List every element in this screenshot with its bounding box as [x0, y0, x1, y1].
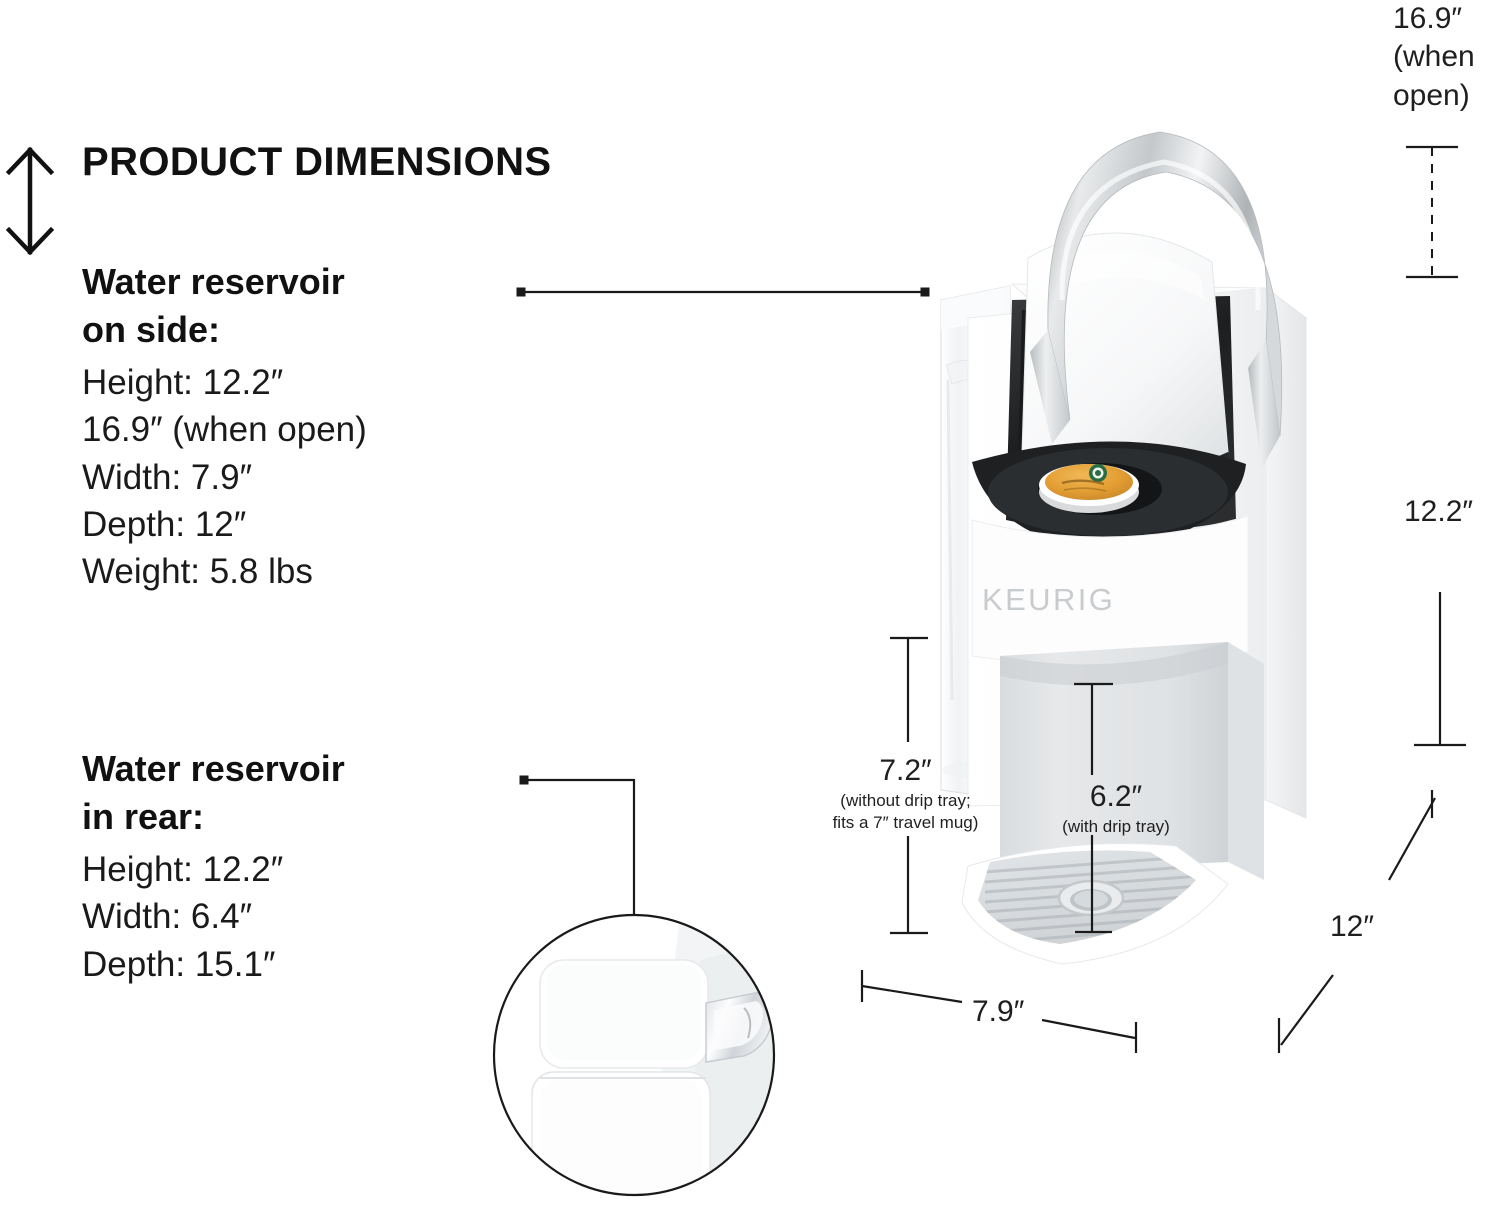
page-title: PRODUCT DIMENSIONS — [82, 140, 552, 184]
dimension-clearance-no-tray — [890, 636, 928, 935]
callout-height-closed-value: 12.2″ — [1404, 495, 1474, 528]
spec-rear-width: Width: 6.4″ — [82, 897, 252, 937]
coffee-maker-illustration: KEURIG — [940, 131, 1308, 965]
dimension-height-closed — [1414, 592, 1466, 747]
leader-line-side — [516, 287, 930, 297]
callout-clearance-no-tray-note1: (without drip tray; — [840, 790, 971, 810]
spec-block-side: Water reservoir on side: Height: 12.2″ 1… — [82, 258, 602, 595]
spec-side-height: Height: 12.2″ — [82, 363, 284, 403]
spec-rear-depth: Depth: 15.1″ — [82, 944, 276, 984]
spec-side-weight: Weight: 5.8 lbs — [82, 552, 313, 592]
dimension-lines — [860, 145, 1466, 1053]
callout-height-closed: 12.2″ — [1404, 493, 1473, 531]
dimension-width — [860, 970, 1138, 1053]
spec-rear-height: Height: 12.2″ — [82, 850, 284, 890]
callout-width-value: 7.9″ — [972, 995, 1025, 1028]
pod-logo — [1089, 464, 1107, 482]
spec-heading-side: Water reservoir on side: — [82, 258, 602, 353]
rear-reservoir-inset — [492, 913, 776, 1197]
dimension-depth — [1277, 790, 1436, 1053]
spec-block-rear: Water reservoir in rear: Height: 12.2″ W… — [82, 745, 602, 988]
dimension-clearance-with-tray — [1074, 682, 1113, 934]
callout-clearance-with-tray: 6.2″ (with drip tray) — [1032, 778, 1200, 838]
callout-height-open-note2: open) — [1393, 78, 1470, 112]
up-down-arrow-icon — [5, 146, 55, 256]
spec-side-height-open: 16.9″ (when open) — [82, 410, 367, 450]
callout-height-open-value: 16.9″ — [1393, 2, 1463, 35]
drip-tray — [961, 843, 1229, 965]
leader-line-rear — [519, 775, 636, 915]
brand-mark: KEURIG — [982, 582, 1115, 617]
spec-heading-rear-line2: in rear: — [82, 795, 205, 837]
spec-heading-side-line2: on side: — [82, 308, 221, 350]
callout-depth: 12″ — [1330, 908, 1374, 946]
spec-side-depth: Depth: 12″ — [82, 504, 247, 544]
spec-heading-side-line1: Water reservoir — [82, 261, 345, 302]
callout-height-open-note1: (when — [1393, 40, 1475, 74]
front-panel: KEURIG — [971, 515, 1249, 666]
callout-clearance-no-tray: 7.2″ (without drip tray; fits a 7″ trave… — [818, 752, 993, 834]
spec-heading-rear: Water reservoir in rear: — [82, 745, 602, 840]
callout-clearance-with-tray-note: (with drip tray) — [1062, 816, 1170, 836]
callout-height-open: 16.9″ (when open) — [1393, 0, 1475, 115]
callout-clearance-no-tray-value: 7.2″ — [879, 754, 932, 787]
leader-lines — [516, 287, 930, 915]
k-cup-pod — [1039, 464, 1139, 513]
chrome-handle — [1030, 131, 1283, 468]
callout-depth-value: 12″ — [1330, 910, 1374, 943]
callout-width: 7.9″ — [972, 993, 1024, 1031]
callout-clearance-with-tray-value: 6.2″ — [1089, 780, 1143, 813]
callout-clearance-no-tray-note2: fits a 7″ travel mug) — [832, 812, 979, 832]
spec-side-width: Width: 7.9″ — [82, 457, 252, 497]
dimension-height-open — [1406, 145, 1458, 279]
spec-heading-rear-line1: Water reservoir — [82, 748, 345, 789]
cup-area-panel — [1000, 642, 1264, 880]
